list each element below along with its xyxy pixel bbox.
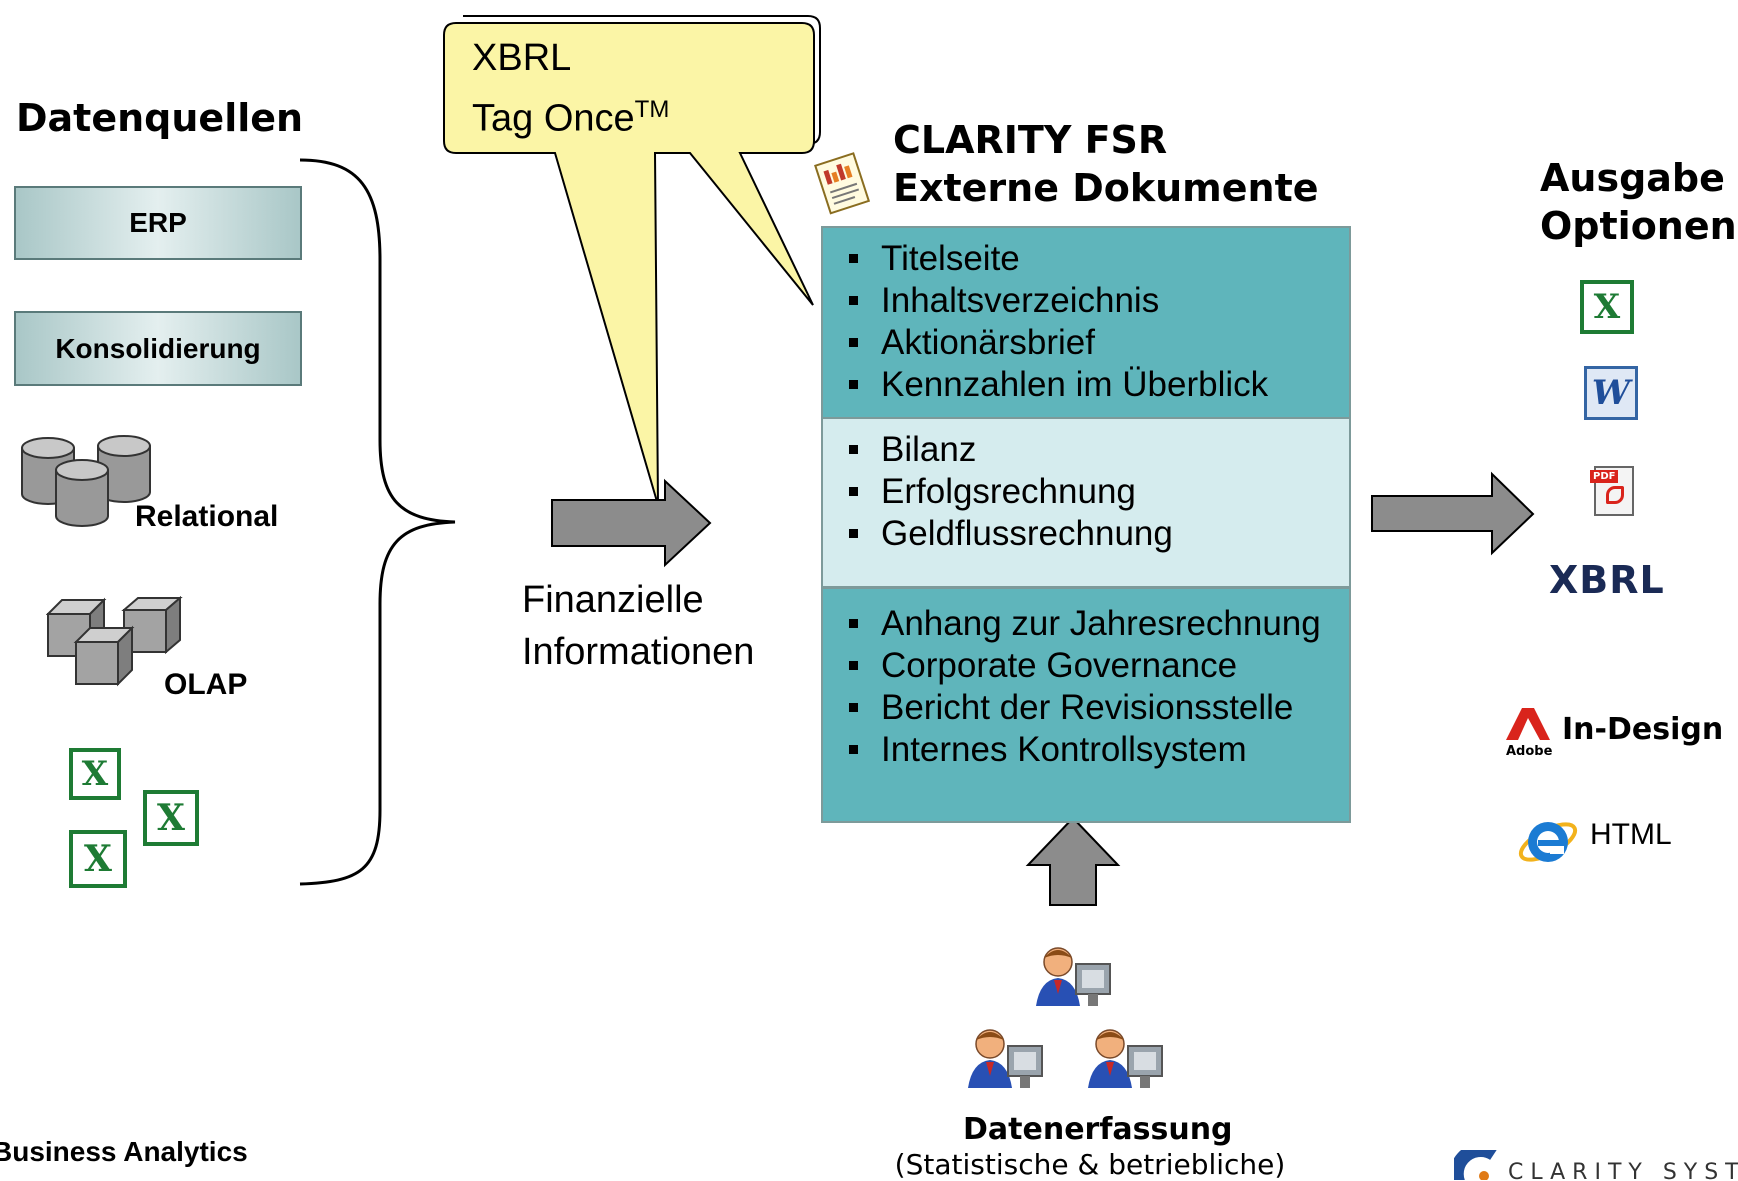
clarity-logo-icon [1454, 1150, 1497, 1180]
list-item: Geldflussrechnung [849, 513, 1349, 555]
excel-letter: X [1593, 287, 1621, 327]
output-title-line1: Ausgabe [1540, 156, 1725, 200]
clarity-title: CLARITY FSR Externe Dokumente [893, 116, 1319, 212]
erp-box: ERP [14, 186, 302, 260]
arrow-up-capture [1025, 816, 1121, 906]
finanzielle-line1: Finanzielle [522, 579, 704, 621]
document-section-financials: Bilanz Erfolgsrechnung Geldflussrechnung [821, 417, 1351, 588]
grouping-brace [299, 158, 456, 886]
olap-cube-icon [46, 596, 183, 687]
clarity-systems-logo: CLARITY SYSTEMS [1454, 1150, 1738, 1180]
list-item: Bericht der Revisionsstelle [849, 687, 1339, 729]
output-title: Ausgabe Optionen [1540, 154, 1737, 250]
clarity-title-line1: CLARITY FSR [893, 118, 1168, 162]
olap-label: OLAP [164, 668, 248, 701]
indesign-label: In-Design [1562, 712, 1724, 747]
erp-label: ERP [129, 207, 187, 238]
excel-icon: X [69, 748, 121, 800]
list-item: Erfolgsrechnung [849, 471, 1349, 513]
excel-icon: X [143, 790, 199, 846]
bubble-line2: Tag OnceTM [472, 96, 670, 140]
word-icon: W [1584, 366, 1638, 420]
database-icon [21, 435, 151, 527]
adobe-a-icon [1506, 708, 1550, 740]
users-at-computers-icon [967, 947, 1163, 1089]
excel-icon: X [1580, 280, 1634, 334]
list-item: Inhaltsverzeichnis [849, 280, 1349, 322]
konsolidierung-box: Konsolidierung [14, 311, 302, 386]
list-item: Aktionärsbrief [849, 322, 1349, 364]
acrobat-swirl-icon [1606, 486, 1624, 504]
list-item: Corporate Governance [849, 645, 1339, 687]
clarity-title-line2: Externe Dokumente [893, 166, 1319, 210]
list-item: Kennzahlen im Überblick [849, 364, 1349, 406]
capture-title: Datenerfassung [963, 1112, 1233, 1147]
pdf-label: PDF [1590, 470, 1619, 483]
list-item: Anhang zur Jahresrechnung [849, 603, 1339, 645]
arrow-right-input [551, 478, 712, 568]
list-item: Bilanz [849, 429, 1349, 471]
finanzielle-line2: Informationen [522, 631, 755, 673]
bubble-text: XBRL Tag OnceTM [472, 32, 669, 145]
document-section-intro: Titelseite Inhaltsverzeichnis Aktionärsb… [821, 226, 1351, 419]
internet-explorer-icon [1518, 822, 1578, 862]
konsolidierung-label: Konsolidierung [55, 332, 261, 364]
list-item: Titelseite [849, 238, 1349, 280]
document-section-notes: Anhang zur Jahresrechnung Corporate Gove… [821, 587, 1351, 823]
xbrl-logo: XBRL [1549, 558, 1665, 602]
document-chart-icon [814, 152, 871, 215]
list-item: Internes Kontrollsystem [849, 729, 1339, 771]
sources-title: Datenquellen [16, 96, 304, 140]
finanzielle-informationen: Finanzielle Informationen [522, 574, 754, 678]
speech-bubble [443, 22, 815, 506]
word-letter: W [1591, 373, 1631, 413]
excel-letter: X [84, 838, 112, 880]
capture-subtitle: (Statistische & betriebliche) [894, 1148, 1286, 1181]
output-title-line2: Optionen [1540, 204, 1737, 248]
excel-letter: X [81, 754, 109, 794]
trademark-mark: TM [634, 96, 670, 123]
adobe-logo: Adobe [1506, 708, 1552, 759]
html-label: HTML [1590, 818, 1672, 851]
pdf-icon: PDF [1590, 466, 1634, 516]
excel-icon: X [69, 830, 127, 888]
clarity-logo-text: CLARITY SYSTEMS [1508, 1160, 1738, 1180]
arrow-right-output [1371, 471, 1535, 556]
adobe-label: Adobe [1506, 744, 1553, 759]
footer-business-analytics: Business Analytics [0, 1136, 248, 1167]
relational-label: Relational [135, 500, 279, 533]
bubble-line1: XBRL [472, 37, 572, 79]
excel-letter: X [157, 797, 185, 839]
